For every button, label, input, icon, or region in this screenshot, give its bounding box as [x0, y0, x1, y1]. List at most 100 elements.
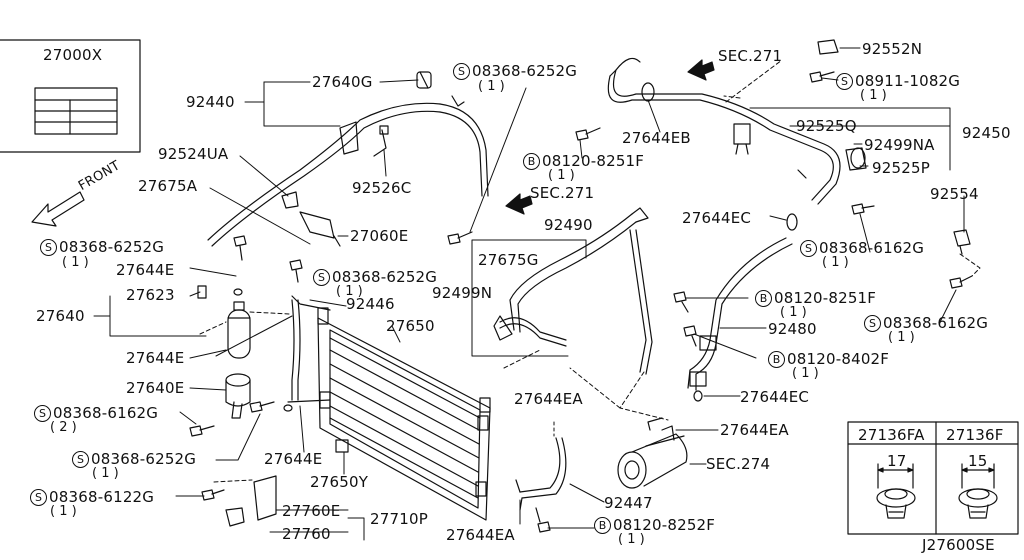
qty-j: ( 1 ): [92, 466, 119, 481]
bolt-symbol: B: [755, 290, 772, 307]
corner-label-box: [0, 39, 141, 153]
label-08368-6252g-b: 08368-6252G: [59, 238, 165, 256]
qty-l: ( 1 ): [618, 532, 645, 547]
qty-f: ( 1 ): [336, 284, 363, 299]
sensor-27060e: [299, 211, 341, 247]
qty-a: ( 1 ): [478, 79, 505, 94]
clip-legend-box: [847, 421, 1019, 535]
bolt-symbol: B: [768, 351, 785, 368]
label-27650y: 27650Y: [310, 473, 369, 491]
label-27760: 27760: [282, 525, 331, 543]
screw-symbol: S: [30, 489, 47, 506]
label-08120-8251f-b: 08120-8251F: [774, 289, 877, 307]
label-27675a: 27675A: [138, 177, 198, 195]
label-27623: 27623: [126, 286, 175, 304]
pipe-92446: [287, 295, 331, 403]
label-27640e: 27640E: [126, 379, 185, 397]
label-92525p: 92525P: [872, 159, 930, 177]
label-27644ea-b: 27644EA: [720, 421, 789, 439]
hose-92450: [607, 57, 841, 205]
label-27640: 27640: [36, 307, 85, 325]
bolt-symbol: B: [594, 517, 611, 534]
label-sec271-a: SEC.271: [718, 47, 783, 65]
misc-parts: [197, 39, 971, 527]
label-27644eb: 27644EB: [622, 129, 691, 147]
label-08368-6252g-c: 08368-6252G: [332, 268, 438, 286]
legend-part-27136f: 27136F: [946, 426, 1004, 444]
label-92450: 92450: [962, 124, 1011, 142]
label-92499n: 92499N: [432, 284, 493, 302]
qty-k: ( 1 ): [50, 504, 77, 519]
qty-b: ( 1 ): [860, 88, 887, 103]
screw-symbol: S: [453, 63, 470, 80]
label-08368-6122g: 08368-6122G: [49, 488, 155, 506]
label-27644ea-c: 27644EA: [446, 526, 515, 544]
screw-symbol: S: [313, 269, 330, 286]
compressor: [617, 417, 688, 489]
bolt-symbol: B: [523, 153, 540, 170]
receiver-drier: [225, 301, 251, 419]
hose-92480: [687, 237, 793, 391]
diagram-code: J27600SE: [922, 536, 995, 554]
label-92499na: 92499NA: [864, 136, 935, 154]
qty-e: ( 1 ): [822, 255, 849, 270]
screw-symbol: S: [836, 73, 853, 90]
label-08368-6252g-a: 08368-6252G: [472, 62, 578, 80]
hose-92440: [207, 102, 489, 247]
label-08368-6162g-a: 08368-6162G: [819, 239, 925, 257]
label-27644e-a: 27644E: [116, 261, 175, 279]
screw-symbol: S: [40, 239, 57, 256]
hose-92490: [509, 207, 653, 375]
label-27640g: 27640G: [312, 73, 373, 91]
label-27060e: 27060E: [350, 227, 409, 245]
label-92552n: 92552N: [862, 40, 923, 58]
label-92490: 92490: [544, 216, 593, 234]
label-92447: 92447: [604, 494, 653, 512]
label-08368-6162g-b: 08368-6162G: [883, 314, 989, 332]
legend-part-27136fa: 27136FA: [858, 426, 925, 444]
label-08368-6252g-d: 08368-6252G: [91, 450, 197, 468]
qty-c: ( 1 ): [548, 168, 575, 183]
label-08120-8251f-a: 08120-8251F: [542, 152, 645, 170]
label-08120-8252f: 08120-8252F: [613, 516, 716, 534]
label-27675g: 27675G: [478, 251, 539, 269]
label-92440: 92440: [186, 93, 235, 111]
screw-symbol: S: [34, 405, 51, 422]
qty-g: ( 1 ): [780, 305, 807, 320]
leader-lines: [93, 47, 981, 541]
qty-h: ( 1 ): [888, 330, 915, 345]
front-arrow: [31, 191, 85, 227]
screw-symbol: S: [72, 451, 89, 468]
corner-part-number: 27000X: [43, 46, 103, 64]
qty-i: ( 1 ): [792, 366, 819, 381]
label-27644ea-a: 27644EA: [514, 390, 583, 408]
label-27644ec-a: 27644EC: [682, 209, 752, 227]
label-sec271-b: SEC.271: [530, 184, 595, 202]
condenser: [317, 307, 491, 521]
label-27644ec-b: 27644EC: [740, 388, 810, 406]
screw-symbol: S: [864, 315, 881, 332]
label-27760e: 27760E: [282, 502, 341, 520]
pipe-92447: [515, 437, 567, 511]
label-92524ua: 92524UA: [158, 145, 229, 163]
qty-two: ( 2 ): [50, 420, 77, 435]
label-92480: 92480: [768, 320, 817, 338]
label-92525q: 92525Q: [796, 117, 857, 135]
pipe-92499n: [493, 315, 567, 347]
screw-symbol: S: [800, 240, 817, 257]
label-08120-8402f: 08120-8402F: [787, 350, 890, 368]
qty-d: ( 1 ): [62, 255, 89, 270]
label-92554: 92554: [930, 185, 979, 203]
section-arrows: [505, 59, 715, 215]
label-92446: 92446: [346, 295, 395, 313]
label-sec274: SEC.274: [706, 455, 771, 473]
label-08368-6162g-c: 08368-6162G: [53, 404, 159, 422]
label-92526c: 92526C: [352, 179, 412, 197]
legend-dim-17: 17: [887, 452, 907, 470]
bolts: [189, 71, 973, 533]
label-27644e-c: 27644E: [264, 450, 323, 468]
label-27650: 27650: [386, 317, 435, 335]
label-27710p: 27710P: [370, 510, 428, 528]
label-27644e-b: 27644E: [126, 349, 185, 367]
